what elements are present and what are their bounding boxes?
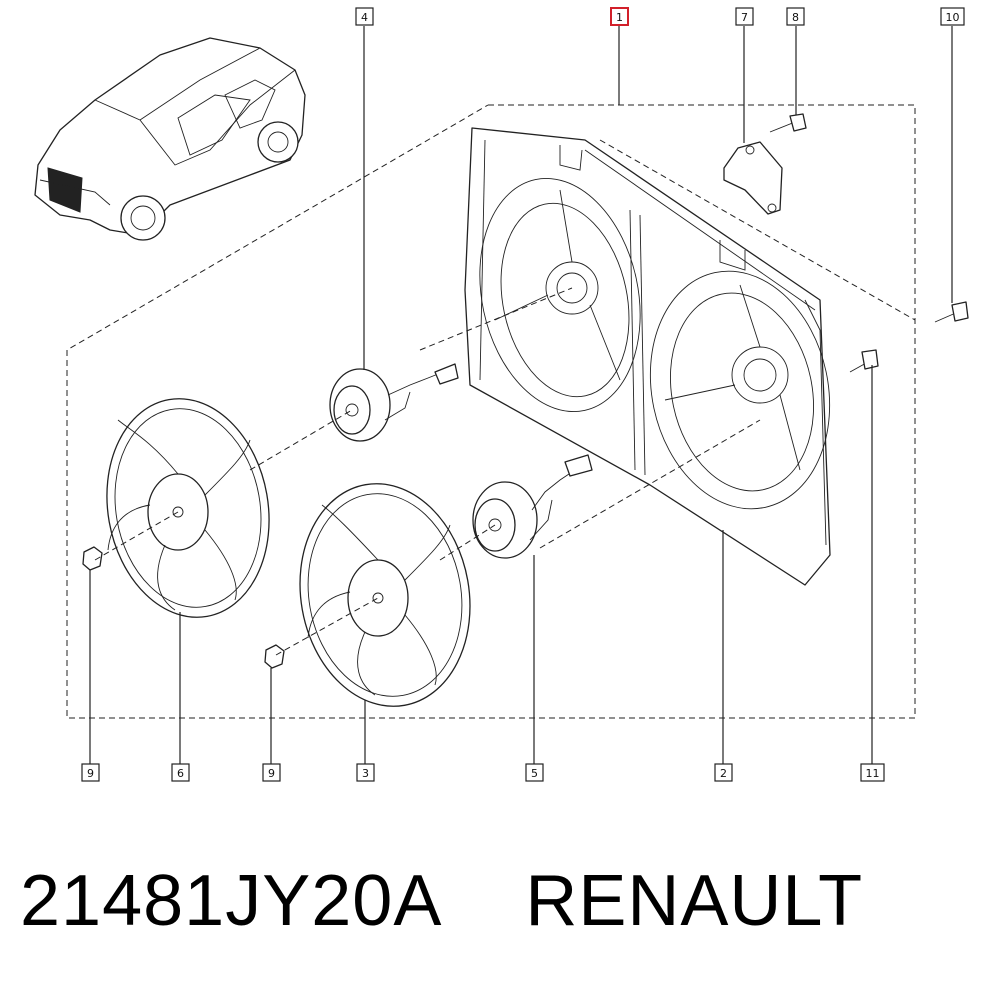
svg-text:9: 9 — [268, 767, 275, 780]
svg-text:2: 2 — [720, 767, 727, 780]
assembly-axis-lines — [94, 287, 761, 656]
callout-2[interactable]: 2 — [714, 763, 733, 782]
fan-blade-6 — [106, 398, 270, 618]
bolt-11 — [849, 349, 879, 373]
bolt-10 — [934, 301, 969, 323]
callout-4[interactable]: 4 — [355, 7, 374, 26]
svg-text:7: 7 — [741, 11, 748, 24]
fan-blade-3 — [299, 483, 471, 707]
callout-8[interactable]: 8 — [786, 7, 805, 26]
svg-text:9: 9 — [87, 767, 94, 780]
assembly-dashed-outline — [66, 104, 916, 719]
callout-9-left[interactable]: 9 — [81, 763, 100, 782]
svg-text:10: 10 — [946, 11, 960, 24]
svg-text:5: 5 — [531, 767, 538, 780]
fan-shroud — [464, 127, 831, 586]
nut-9-right — [264, 644, 285, 669]
svg-text:8: 8 — [792, 11, 799, 24]
fan-motor-4 — [329, 363, 459, 442]
brand-name: RENAULT — [525, 861, 864, 941]
callout-7[interactable]: 7 — [735, 7, 754, 26]
callout-9-right[interactable]: 9 — [262, 763, 281, 782]
bracket — [723, 141, 783, 215]
svg-text:11: 11 — [866, 767, 880, 780]
svg-text:1: 1 — [616, 11, 623, 24]
svg-text:3: 3 — [362, 767, 369, 780]
callout-5[interactable]: 5 — [525, 763, 544, 782]
part-number: 21481JY20A — [20, 861, 443, 941]
bolt-8 — [769, 113, 807, 133]
nut-9-left — [82, 546, 103, 571]
callout-1[interactable]: 1 — [610, 7, 629, 26]
callout-11[interactable]: 11 — [860, 763, 885, 782]
leader-lines — [89, 26, 953, 764]
exploded-parts-diagram: 1 4 7 8 10 9 6 9 3 5 2 11 — [34, 7, 969, 782]
callout-10[interactable]: 10 — [940, 7, 965, 26]
fan-motor-5 — [472, 454, 593, 559]
svg-text:4: 4 — [361, 11, 368, 24]
svg-text:6: 6 — [177, 767, 184, 780]
callout-6[interactable]: 6 — [171, 763, 190, 782]
vehicle-icon — [34, 37, 306, 241]
callout-3[interactable]: 3 — [356, 763, 375, 782]
part-caption: 21481JY20A RENAULT — [20, 860, 980, 950]
